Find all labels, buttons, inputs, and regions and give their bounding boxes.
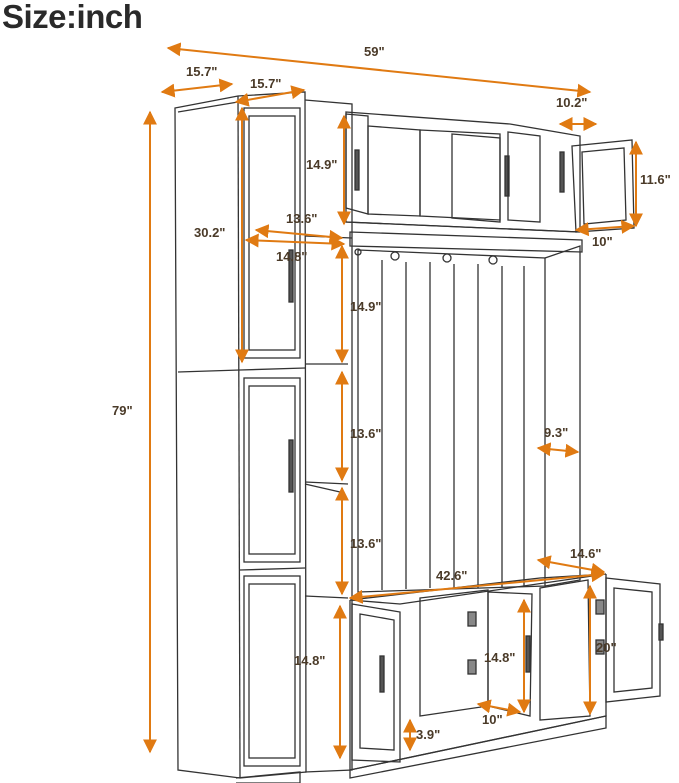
dim-line-bottom-right-depth [536,555,606,577]
dim-line-overall-width [166,42,592,98]
label-top-depth: 10.2" [556,95,588,110]
dim-line-bench-depth [536,442,580,458]
label-bottom-center-width: 10" [482,712,503,727]
label-side-width: 15.7" [250,76,282,91]
label-low-shelf: 13.6" [350,536,382,551]
label-bottom-center-height: 14.8" [484,650,516,665]
label-upper-shelf: 14.9" [350,299,382,314]
label-top-height: 11.6" [640,172,671,187]
label-side-depth: 15.7" [186,64,218,79]
dim-line-side-depth [160,78,234,98]
dim-line-bench-width [348,568,606,604]
label-bench-width: 42.6" [436,568,468,583]
label-side-top-shelf: 14.9" [306,157,338,172]
label-bottom-right-depth: 14.6" [570,546,602,561]
dim-line-top-width [574,219,636,237]
label-bottom-cabinet: 14.8" [294,653,326,668]
label-mid-shelf: 13.6" [350,426,382,441]
label-toe-kick: 3.9" [416,727,441,742]
label-bench-depth: 9.3" [544,425,569,440]
dim-line-side-width [234,85,306,107]
label-shelf-width: 14.8" [276,249,308,264]
dim-line-shelf-width [244,233,346,251]
page-title: Size:inch [2,0,143,35]
label-upper-door: 30.2" [194,225,226,240]
label-top-width: 10" [592,234,613,249]
dimension-lines [143,42,643,760]
label-bottom-right-height: 20" [596,640,617,655]
label-shelf-depth: 13.6" [286,211,318,226]
label-overall-height: 79" [112,403,133,418]
dim-line-bottom-center-width [476,699,522,717]
label-overall-width: 59" [364,44,385,59]
